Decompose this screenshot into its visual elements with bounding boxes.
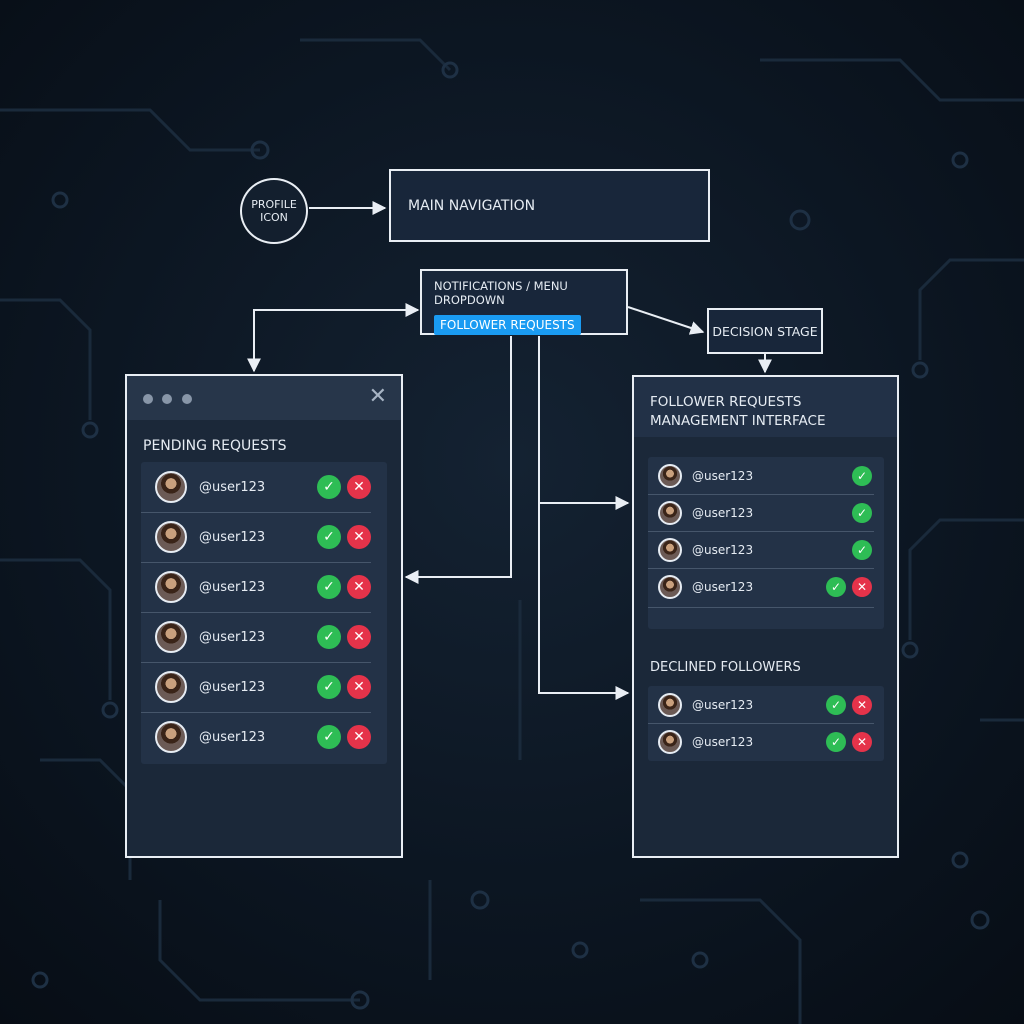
username-label: @user123 bbox=[692, 579, 754, 594]
avatar bbox=[155, 621, 187, 653]
username-label: @user123 bbox=[692, 542, 754, 557]
reject-button[interactable]: ✕ bbox=[347, 575, 371, 599]
list-item: @user123 ✓✕ bbox=[141, 512, 387, 562]
username-label: @user123 bbox=[199, 679, 266, 695]
avatar bbox=[155, 471, 187, 503]
list-item: @user123 ✓ bbox=[648, 457, 884, 494]
window-dot-icon bbox=[162, 394, 172, 404]
row-divider bbox=[648, 723, 874, 724]
accept-button[interactable]: ✓ bbox=[852, 465, 872, 486]
pending-requests-title: PENDING REQUESTS bbox=[143, 438, 287, 454]
accept-button[interactable]: ✓ bbox=[317, 675, 341, 699]
follower-requests-pill[interactable]: FOLLOWER REQUESTS bbox=[434, 315, 581, 335]
row-divider bbox=[141, 712, 371, 713]
username-label: @user123 bbox=[692, 468, 754, 483]
row-divider bbox=[141, 512, 371, 513]
reject-button[interactable]: ✕ bbox=[852, 576, 872, 597]
notifications-label: NOTIFICATIONS / MENU DROPDOWN bbox=[434, 279, 568, 307]
row-divider bbox=[648, 531, 874, 532]
username-label: @user123 bbox=[199, 579, 266, 595]
avatar bbox=[155, 721, 187, 753]
declined-followers-list: @user123 ✓ ✕ @user123 ✓ ✕ bbox=[648, 686, 884, 761]
accept-button[interactable]: ✓ bbox=[826, 694, 846, 715]
avatar bbox=[658, 574, 682, 599]
accept-button[interactable]: ✓ bbox=[852, 539, 872, 560]
accept-button[interactable]: ✓ bbox=[317, 725, 341, 749]
reject-button[interactable]: ✕ bbox=[347, 625, 371, 649]
avatar bbox=[155, 521, 187, 553]
avatar bbox=[658, 729, 682, 754]
reject-button[interactable]: ✕ bbox=[347, 475, 371, 499]
accept-button[interactable]: ✓ bbox=[317, 625, 341, 649]
avatar bbox=[658, 463, 682, 488]
row-divider bbox=[141, 662, 371, 663]
avatar bbox=[658, 500, 682, 525]
pending-requests-window: ✕ PENDING REQUESTS @user123✓✕@user123✓✕@… bbox=[125, 374, 403, 858]
row-divider bbox=[141, 562, 371, 563]
notifications-dropdown-node[interactable]: NOTIFICATIONS / MENU DROPDOWN FOLLOWER R… bbox=[420, 269, 628, 335]
avatar bbox=[155, 671, 187, 703]
avatar bbox=[658, 537, 682, 562]
reject-button[interactable]: ✕ bbox=[852, 731, 872, 752]
main-navigation-node[interactable]: MAIN NAVIGATION bbox=[389, 169, 710, 242]
list-item: @user123 ✓✕ bbox=[141, 662, 387, 712]
list-item: @user123 ✓ ✕ bbox=[648, 686, 884, 723]
declined-followers-title: DECLINED FOLLOWERS bbox=[650, 660, 801, 675]
window-dot-icon bbox=[143, 394, 153, 404]
list-item: @user123 ✓✕ bbox=[141, 562, 387, 612]
username-label: @user123 bbox=[199, 729, 266, 745]
pending-request-list: @user123✓✕@user123✓✕@user123✓✕@user123✓✕… bbox=[141, 462, 387, 764]
row-divider bbox=[141, 612, 371, 613]
management-request-list: @user123 ✓ @user123 ✓ @user123 ✓ @user123 ✓ ✕ bbox=[648, 457, 884, 629]
username-label: @user123 bbox=[199, 629, 266, 645]
list-item: @user123 ✓ ✕ bbox=[648, 568, 884, 605]
avatar bbox=[155, 571, 187, 603]
reject-button[interactable]: ✕ bbox=[347, 725, 371, 749]
username-label: @user123 bbox=[692, 697, 754, 712]
list-item: @user123 ✓ bbox=[648, 494, 884, 531]
username-label: @user123 bbox=[692, 734, 754, 749]
list-item: @user123 ✓✕ bbox=[141, 462, 387, 512]
accept-button[interactable]: ✓ bbox=[317, 525, 341, 549]
window-titlebar: ✕ bbox=[127, 376, 401, 420]
window-dot-icon bbox=[182, 394, 192, 404]
list-item: @user123 ✓✕ bbox=[141, 712, 387, 762]
close-icon[interactable]: ✕ bbox=[368, 384, 387, 409]
accept-button[interactable]: ✓ bbox=[826, 731, 846, 752]
username-label: @user123 bbox=[199, 479, 266, 495]
accept-button[interactable]: ✓ bbox=[852, 502, 872, 523]
row-divider bbox=[648, 568, 874, 569]
management-title: FOLLOWER REQUESTS MANAGEMENT INTERFACE bbox=[634, 377, 897, 437]
row-divider bbox=[648, 607, 874, 608]
accept-button[interactable]: ✓ bbox=[317, 575, 341, 599]
list-item: @user123 ✓ ✕ bbox=[648, 723, 884, 760]
accept-button[interactable]: ✓ bbox=[317, 475, 341, 499]
username-label: @user123 bbox=[199, 529, 266, 545]
accept-button[interactable]: ✓ bbox=[826, 576, 846, 597]
profile-icon-node[interactable]: PROFILE ICON bbox=[240, 178, 308, 244]
reject-button[interactable]: ✕ bbox=[852, 694, 872, 715]
reject-button[interactable]: ✕ bbox=[347, 675, 371, 699]
row-divider bbox=[648, 494, 874, 495]
list-item: @user123 ✓✕ bbox=[141, 612, 387, 662]
list-item: @user123 ✓ bbox=[648, 531, 884, 568]
username-label: @user123 bbox=[692, 505, 754, 520]
decision-stage-node: DECISION STAGE bbox=[707, 308, 823, 354]
avatar bbox=[658, 692, 682, 717]
reject-button[interactable]: ✕ bbox=[347, 525, 371, 549]
follower-requests-management-panel: FOLLOWER REQUESTS MANAGEMENT INTERFACE @… bbox=[632, 375, 899, 858]
